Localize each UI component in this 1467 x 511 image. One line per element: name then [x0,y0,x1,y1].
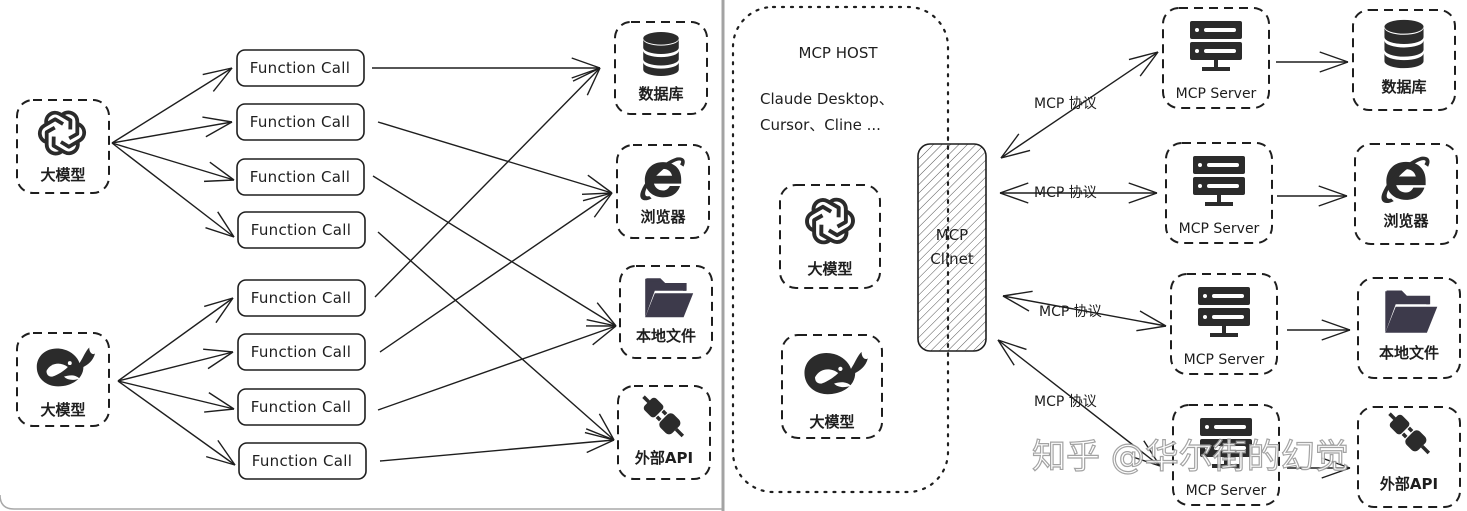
function-call-box[interactable]: Function Call [237,388,366,426]
host-model-deepseek[interactable]: 大模型 [781,334,883,439]
function-call-label: Function Call [250,113,350,131]
resource-label: 浏览器 [640,208,686,226]
function-call-label: Function Call [251,289,351,307]
resource-label: 外部API [634,449,693,467]
resource-files[interactable]: 本地文件 [1357,277,1461,379]
function-call-label: Function Call [251,221,351,239]
function-call-box[interactable]: Function Call [237,333,366,371]
mcp-server-list: MCP Server MCP Server MCP Server MCP Ser… [1162,7,1280,506]
model-to-function-call-arrow [117,380,236,466]
function-call-box[interactable]: Function Call [236,103,365,141]
resource-label: 本地文件 [1379,344,1439,362]
protocol-label: MCP 协议 [1034,394,1097,410]
model-to-function-call-arrow [111,67,233,144]
function-call-box[interactable]: Function Call [236,158,365,196]
model-to-function-call-arrow [117,380,235,413]
mcp-client-box[interactable]: MCP Clinet [917,143,987,352]
mcp-server-label: MCP Server [1184,352,1265,368]
mcp-server[interactable]: MCP Server [1172,404,1280,506]
resource-label: 浏览器 [1383,212,1429,230]
function-call-label: Function Call [252,452,352,470]
mcp-server[interactable]: MCP Server [1170,273,1278,375]
model-to-function-call-arrow [111,142,235,238]
function-call-label: Function Call [250,59,350,77]
protocol-label: MCP 协议 [1034,96,1097,112]
mcp-host-title: MCP HOST [799,44,879,62]
mcp-server-label: MCP Server [1176,86,1257,102]
mcp-server-label: MCP Server [1186,483,1267,499]
function-call-box[interactable]: Function Call [236,49,365,87]
model-to-function-call-arrow [117,348,234,382]
function-call-label: Function Call [250,168,350,186]
resource-browser[interactable]: 浏览器 [616,144,710,239]
resource-api[interactable]: 外部API [617,385,711,480]
resource-database[interactable]: 数据库 [614,21,708,115]
right-edges [947,51,1351,479]
resource-browser[interactable]: 浏览器 [1354,143,1458,245]
left-model-openai[interactable]: 大模型 [16,99,110,194]
function-call-to-resource-arrow [374,67,601,298]
resource-label: 本地文件 [636,327,696,345]
resource-label: 外部API [1379,475,1438,493]
model-to-function-call-arrow [117,297,234,382]
model-label: 大模型 [809,413,854,431]
mcp-protocol-arrow [997,339,1161,467]
resource-api[interactable]: 外部API [1357,406,1461,508]
mcp-protocol-arrow [1002,290,1167,332]
mcp-server-label: MCP Server [1179,221,1260,237]
mcp-protocol-arrow [999,182,1158,204]
function-call-box[interactable]: Function Call [237,211,366,249]
function-call-to-resource-arrow [379,192,613,353]
model-label: 大模型 [40,166,85,184]
mcp-protocol-arrow [1000,51,1159,159]
server-to-resource-arrow [1287,457,1351,479]
resource-label: 数据库 [1381,78,1426,96]
function-call-to-resource-arrow [379,431,615,462]
right-panel [726,0,1467,511]
resource-files[interactable]: 本地文件 [619,265,713,359]
function-call-to-resource-arrow [377,121,613,196]
left-panel-border [0,494,722,510]
protocol-label: MCP 协议 [1034,185,1097,201]
server-to-resource-arrow [1276,51,1349,73]
function-call-to-resource-arrow [372,175,617,327]
function-call-label: Function Call [251,343,351,361]
mcp-host-apps-line1: Claude Desktop、 [760,90,894,108]
model-label: 大模型 [807,260,852,278]
mcp-host-apps-line2: Cursor、Cline ... [760,116,881,134]
mcp-server[interactable]: MCP Server [1162,7,1270,109]
resource-label: 数据库 [638,85,683,103]
model-to-function-call-arrow [111,142,235,183]
function-call-list: Function Call Function Call Function Cal… [236,49,367,480]
function-call-box[interactable]: Function Call [238,442,367,480]
host-model-openai[interactable]: 大模型 [779,184,881,289]
mcp-server[interactable]: MCP Server [1165,142,1273,244]
server-to-resource-arrow [1277,185,1348,207]
model-box [16,332,110,427]
model-label: 大模型 [40,401,85,419]
mcp-resource-list: 数据库 浏览器 本地文件 外部API [1352,9,1461,508]
model-box [16,99,110,194]
mcp-client-label-line1: MCP [936,226,968,244]
left-model-deepseek[interactable]: 大模型 [16,332,110,427]
protocol-label: MCP 协议 [1039,304,1102,320]
function-call-box[interactable]: Function Call [237,279,366,317]
watermark-text: 知乎 @华尔街的幻觉 [1032,437,1349,477]
left-edges [111,57,617,466]
model-to-function-call-arrow [111,116,233,144]
server-to-resource-arrow [1287,319,1351,341]
resource-database[interactable]: 数据库 [1352,9,1456,111]
function-call-label: Function Call [251,398,351,416]
mcp-client-label-line2: Clinet [930,250,974,268]
function-call-to-resource-arrow [377,325,617,411]
